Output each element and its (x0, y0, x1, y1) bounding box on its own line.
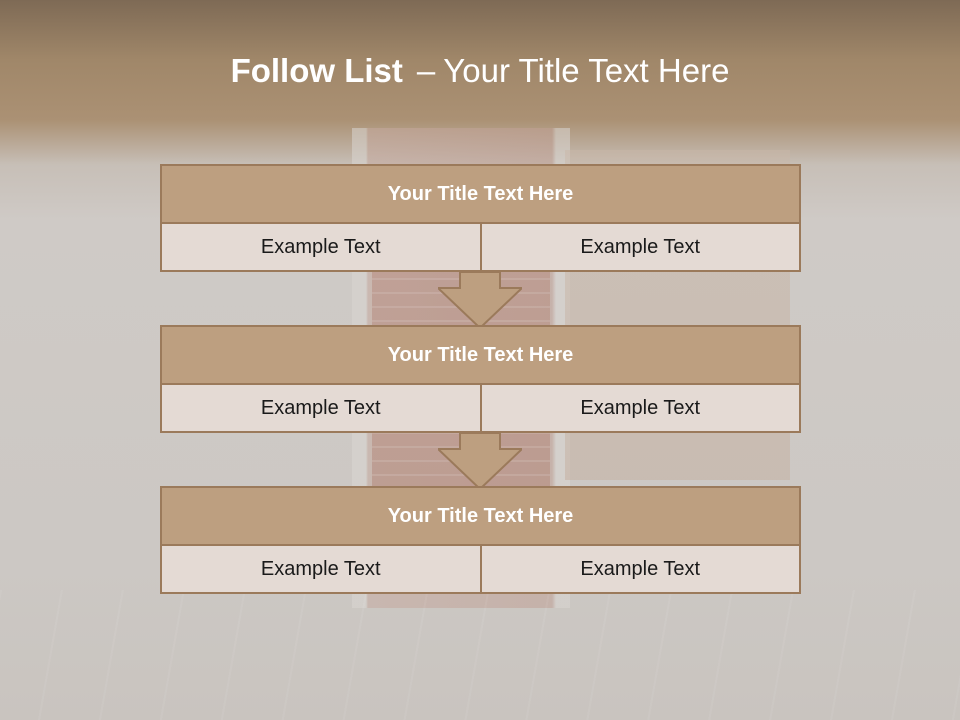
step-block-1: Your Title Text Here Example Text Exampl… (160, 164, 801, 272)
slide-title-bold: Follow List (230, 52, 403, 89)
step-block-3: Your Title Text Here Example Text Exampl… (160, 486, 801, 594)
step-cell-right: Example Text (479, 224, 799, 270)
background-floor (0, 590, 960, 720)
step-cell-left: Example Text (162, 385, 480, 431)
slide-title-rest: Your Title Text Here (443, 52, 730, 89)
slide-title: Follow List–Your Title Text Here (0, 52, 960, 90)
down-arrow-icon (438, 433, 522, 489)
step-row: Example Text Example Text (162, 385, 799, 431)
step-title: Your Title Text Here (162, 488, 799, 546)
slide-title-separator: – (416, 52, 436, 89)
step-title: Your Title Text Here (162, 327, 799, 385)
step-title: Your Title Text Here (162, 166, 799, 224)
step-cell-left: Example Text (162, 546, 480, 592)
step-cell-right: Example Text (479, 546, 799, 592)
step-row: Example Text Example Text (162, 546, 799, 592)
step-cell-right: Example Text (479, 385, 799, 431)
step-block-2: Your Title Text Here Example Text Exampl… (160, 325, 801, 433)
down-arrow-icon (438, 272, 522, 328)
step-row: Example Text Example Text (162, 224, 799, 270)
step-cell-left: Example Text (162, 224, 480, 270)
